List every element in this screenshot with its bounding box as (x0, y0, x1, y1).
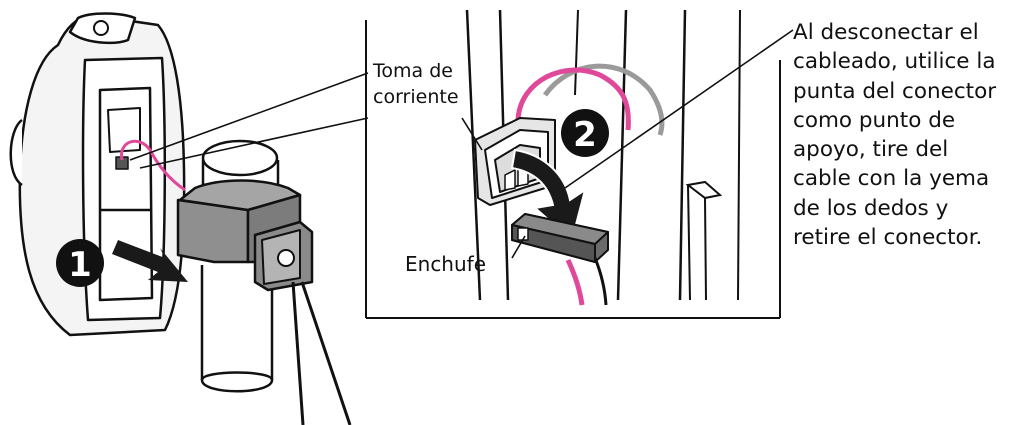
instruction-line: retire el conector. (793, 223, 996, 252)
outlet-label-line-2: corriente (373, 84, 459, 110)
instruction-line: apoyo, tire del (793, 135, 996, 164)
instruction-line: cableado, utilice la (793, 47, 996, 76)
instruction-line: punta del conector (793, 77, 996, 106)
outlet-label-line-1: Toma de (373, 58, 459, 84)
instruction-line: cable con la yema (793, 164, 996, 193)
plug-cable-black (595, 258, 606, 305)
step-1-number: 1 (68, 245, 92, 285)
lower-cables (293, 282, 350, 425)
outlet-label: Toma de corriente (373, 58, 459, 110)
step-2-number: 2 (573, 115, 597, 155)
instruction-note: Al desconectar el cableado, utilice la p… (793, 18, 996, 252)
plug-cable-pink (568, 260, 582, 305)
instruction-line: Al desconectar el (793, 18, 996, 47)
device-housing (11, 14, 184, 336)
instruction-line: de los dedos y (793, 194, 996, 223)
note-leader-line (565, 30, 793, 188)
plug-label: Enchufe (405, 252, 486, 276)
plug (512, 214, 608, 262)
connector-body (178, 141, 312, 391)
instruction-line: como punto de (793, 106, 996, 135)
